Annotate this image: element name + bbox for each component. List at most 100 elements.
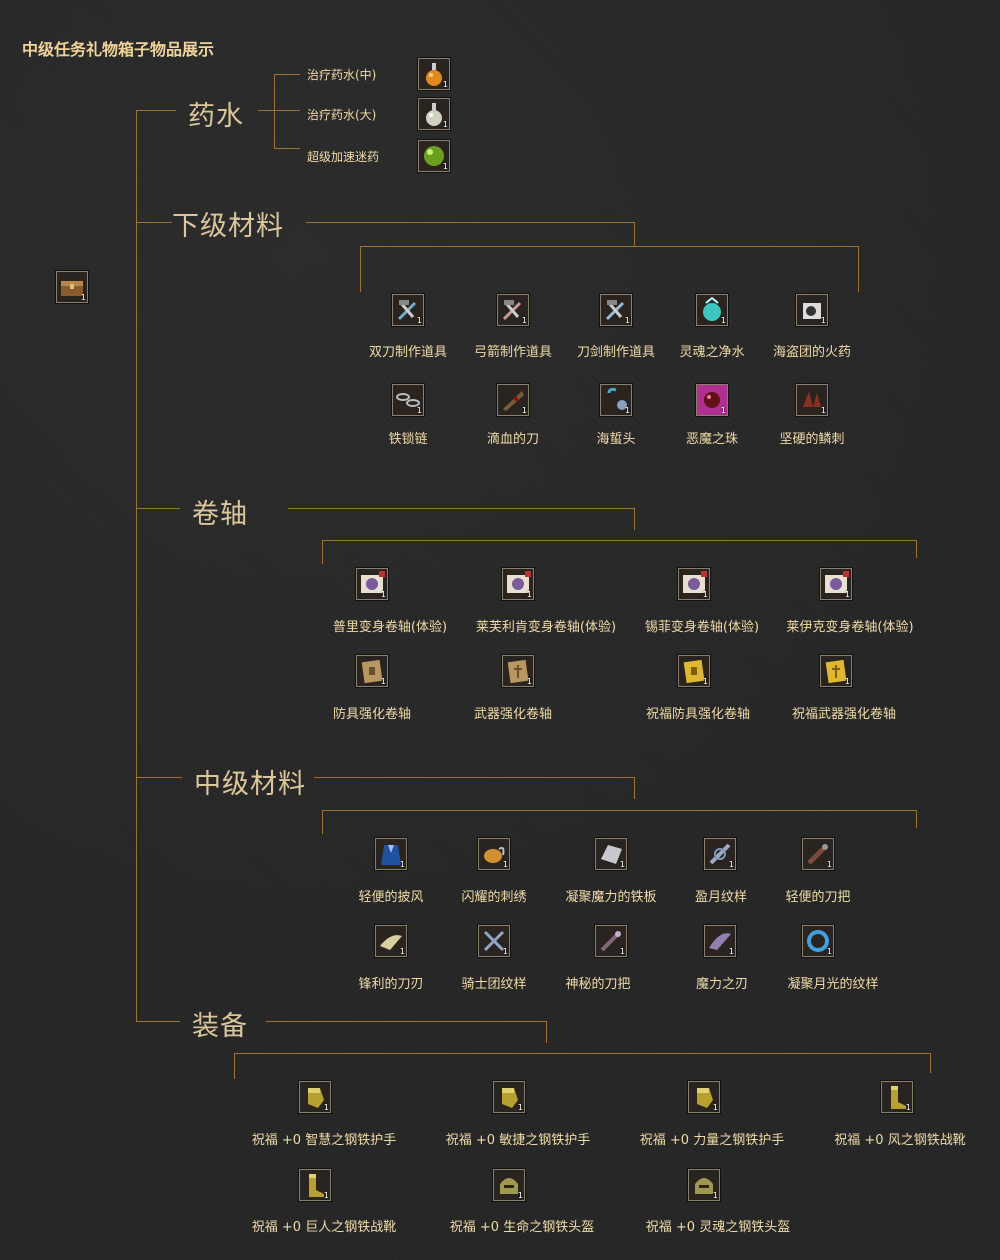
page-title: 中级任务礼物箱子物品展示 — [22, 40, 215, 59]
mid-material-label: 骑士团纹样 — [461, 977, 527, 992]
low-material-label: 弓箭制作道具 — [473, 345, 553, 360]
item-quantity: 1 — [826, 860, 832, 869]
mid-material-label: 凝聚月光的纹样 — [787, 977, 879, 992]
blade-hilt-icon[interactable]: 1 — [801, 837, 835, 871]
item-quantity: 1 — [517, 1191, 523, 1200]
scale-thorn-icon[interactable]: 1 — [795, 383, 829, 417]
boots-icon[interactable]: 1 — [880, 1080, 914, 1114]
branch-low-material — [136, 222, 172, 223]
scroll-label: 祝福防具强化卷轴 — [645, 707, 751, 722]
soul-water-icon[interactable]: 1 — [695, 293, 729, 327]
magic-blade-icon[interactable]: 1 — [703, 924, 737, 958]
sharp-blade-icon[interactable]: 1 — [374, 924, 408, 958]
tree-trunk-line — [136, 110, 137, 1022]
branch-equipment — [136, 1021, 180, 1022]
potion-stub-1 — [274, 74, 300, 75]
white-potion-icon[interactable]: 1 — [417, 97, 451, 131]
sword-tool-icon[interactable]: 1 — [599, 293, 633, 327]
branch-mid-material — [136, 777, 182, 778]
cloak-icon[interactable]: 1 — [374, 837, 408, 871]
orange-potion-icon[interactable]: 1 — [417, 57, 451, 91]
iron-plate-icon[interactable]: 1 — [594, 837, 628, 871]
green-orb-icon[interactable]: 1 — [417, 139, 451, 173]
potion-label: 超级加速迷药 — [307, 150, 380, 164]
item-quantity: 1 — [728, 860, 734, 869]
item-quantity: 1 — [624, 316, 630, 325]
low-material-label: 海盗团的火药 — [772, 345, 852, 360]
item-quantity: 1 — [728, 947, 734, 956]
transform-scroll-icon[interactable]: 1 — [355, 567, 389, 601]
low-material-label: 恶魔之珠 — [685, 432, 739, 447]
item-quantity: 1 — [619, 860, 625, 869]
item-quantity: 1 — [521, 406, 527, 415]
item-quantity: 1 — [399, 947, 405, 956]
item-quantity: 1 — [820, 406, 826, 415]
demon-bead-icon[interactable]: 1 — [695, 383, 729, 417]
item-quantity: 1 — [844, 590, 850, 599]
boots-icon[interactable]: 1 — [298, 1168, 332, 1202]
scroll-bracket-right — [916, 540, 917, 558]
low-material-label: 刀剑制作道具 — [576, 345, 656, 360]
scroll-label: 防具强化卷轴 — [332, 707, 412, 722]
equipment-bracket-right — [930, 1053, 931, 1073]
armor-scroll-icon[interactable]: 1 — [355, 654, 389, 688]
mid-material-bracket — [322, 810, 916, 811]
embroidery-icon[interactable]: 1 — [477, 837, 511, 871]
item-quantity: 1 — [380, 590, 386, 599]
item-quantity: 1 — [80, 293, 86, 302]
category-low-material-title: 下级材料 — [172, 211, 284, 242]
weapon-scroll-icon[interactable]: 1 — [501, 654, 535, 688]
item-quantity: 1 — [442, 162, 448, 171]
scroll-bracket-left — [322, 540, 323, 564]
blessed-weapon-scroll-icon[interactable]: 1 — [819, 654, 853, 688]
equipment-label: 祝福 +0 风之钢铁战靴 — [834, 1133, 966, 1148]
transform-scroll-icon[interactable]: 1 — [819, 567, 853, 601]
helmet-icon[interactable]: 1 — [492, 1168, 526, 1202]
equipment-label: 祝福 +0 生命之钢铁头盔 — [449, 1220, 595, 1235]
bow-tool-icon[interactable]: 1 — [496, 293, 530, 327]
scroll-connector — [288, 508, 634, 509]
gunpowder-icon[interactable]: 1 — [795, 293, 829, 327]
transform-scroll-icon[interactable]: 1 — [501, 567, 535, 601]
gauntlet-icon[interactable]: 1 — [298, 1080, 332, 1114]
scroll-label: 莱芙利肯变身卷轴(体验) — [475, 620, 617, 635]
gauntlet-icon[interactable]: 1 — [492, 1080, 526, 1114]
knight-pattern-icon[interactable]: 1 — [477, 924, 511, 958]
blessed-armor-scroll-icon[interactable]: 1 — [677, 654, 711, 688]
branch-scroll — [136, 508, 180, 509]
moonlight-pattern-icon[interactable]: 1 — [801, 924, 835, 958]
scroll-label: 普里变身卷轴(体验) — [332, 620, 448, 635]
scroll-label: 武器强化卷轴 — [473, 707, 553, 722]
moon-pattern-icon[interactable]: 1 — [703, 837, 737, 871]
mid-material-label: 闪耀的刺绣 — [461, 890, 527, 905]
low-material-label: 双刀制作道具 — [368, 345, 448, 360]
item-quantity: 1 — [323, 1191, 329, 1200]
equipment-label: 祝福 +0 巨人之钢铁战靴 — [251, 1220, 397, 1235]
low-material-bracket — [360, 246, 858, 247]
item-quantity: 1 — [526, 590, 532, 599]
item-quantity: 1 — [820, 316, 826, 325]
item-quantity: 1 — [517, 1103, 523, 1112]
potion-label: 治疗药水(中) — [307, 68, 377, 82]
mid-material-connector — [314, 777, 634, 778]
jellyfish-icon[interactable]: 1 — [599, 383, 633, 417]
treasure-box-icon[interactable]: 1 — [55, 270, 89, 304]
equipment-connector — [266, 1021, 546, 1022]
low-material-label: 坚硬的鳞刺 — [779, 432, 845, 447]
transform-scroll-icon[interactable]: 1 — [677, 567, 711, 601]
gauntlet-icon[interactable]: 1 — [687, 1080, 721, 1114]
item-quantity: 1 — [416, 316, 422, 325]
potion-label: 治疗药水(大) — [307, 108, 377, 122]
scroll-label: 莱伊克变身卷轴(体验) — [786, 620, 914, 635]
mystic-hilt-icon[interactable]: 1 — [594, 924, 628, 958]
iron-chain-icon[interactable]: 1 — [391, 383, 425, 417]
equipment-bracket — [234, 1053, 930, 1054]
potion-stub-2 — [274, 110, 300, 111]
bloody-blade-icon[interactable]: 1 — [496, 383, 530, 417]
helmet-icon[interactable]: 1 — [687, 1168, 721, 1202]
low-material-connector — [306, 222, 634, 223]
dual-blade-tool-icon[interactable]: 1 — [391, 293, 425, 327]
mid-material-label: 神秘的刀把 — [565, 977, 631, 992]
mid-material-label: 魔力之刃 — [695, 977, 749, 992]
low-material-bracket-right — [858, 246, 859, 292]
